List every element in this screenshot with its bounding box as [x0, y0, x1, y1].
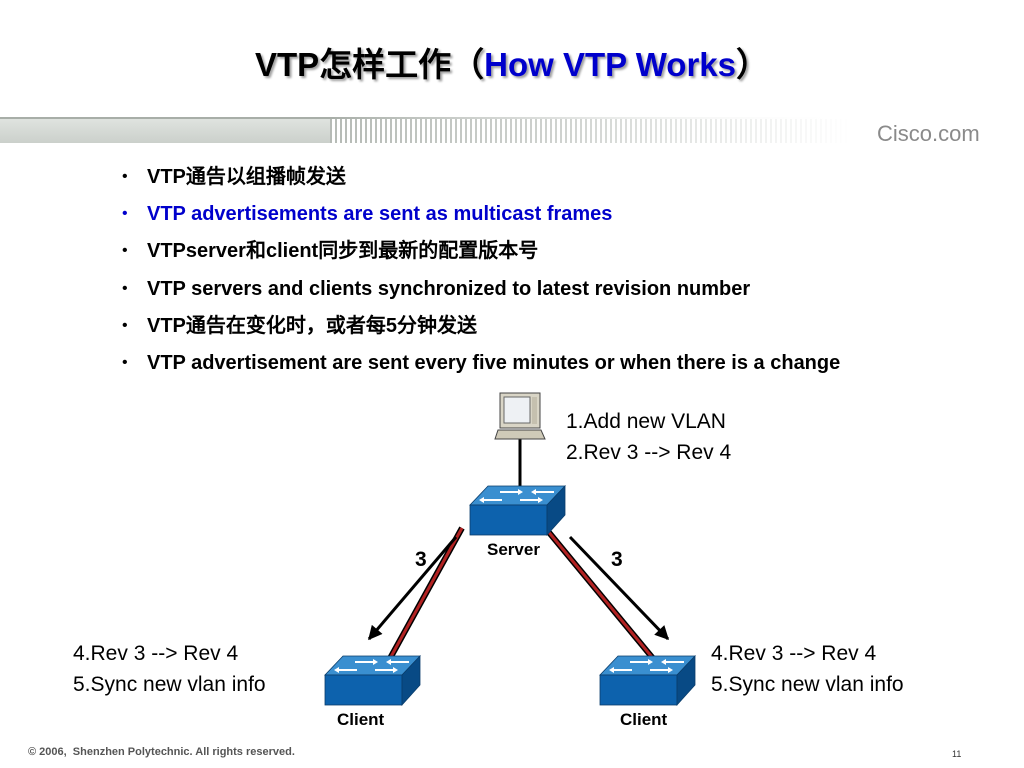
- bullet-item: • VTP servers and clients synchronized t…: [122, 270, 1012, 307]
- trunk-link-right: [545, 529, 658, 663]
- client-switch-right-icon: [599, 655, 696, 706]
- header-band: [0, 119, 330, 143]
- client-note: 5.Sync new vlan info: [711, 673, 904, 696]
- client-right-notes: 4.Rev 3 --> Rev 4 5.Sync new vlan info: [711, 638, 904, 700]
- server-label: Server: [487, 540, 540, 559]
- title-chinese: VTP怎样工作（: [254, 46, 485, 83]
- bullet-text: VTPserver和client同步到最新的配置版本号: [147, 240, 539, 263]
- bullet-icon: •: [122, 316, 128, 334]
- bullet-icon: •: [122, 279, 128, 297]
- bullet-icon: •: [122, 354, 128, 372]
- bullet-list: • VTP通告以组播帧发送 • VTP advertisements are s…: [122, 158, 1012, 382]
- client-right-label: Client: [620, 710, 668, 729]
- bullet-icon: •: [122, 242, 128, 260]
- bullet-text: VTP通告在变化时，或者每5分钟发送: [147, 314, 478, 337]
- bullet-text: VTP通告以组播帧发送: [147, 165, 346, 188]
- server-note: 1.Add new VLAN: [566, 410, 726, 433]
- bullet-icon: •: [122, 167, 128, 185]
- title-suffix: ）: [736, 46, 770, 83]
- cisco-logo: Cisco.com: [877, 121, 980, 146]
- page-title: VTP怎样工作（How VTP Works）: [0, 44, 1024, 86]
- client-note: 4.Rev 3 --> Rev 4: [711, 642, 877, 665]
- bullet-item: • VTPserver和client同步到最新的配置版本号: [122, 233, 1012, 270]
- client-switch-left-icon: [324, 655, 421, 706]
- server-notes: 1.Add new VLAN 2.Rev 3 --> Rev 4: [566, 406, 731, 468]
- pc-icon: [494, 392, 546, 440]
- bullet-item: • VTP通告在变化时，或者每5分钟发送: [122, 307, 1012, 344]
- title-english: How VTP Works: [484, 46, 737, 83]
- revision-label-right: 3: [611, 548, 623, 571]
- bullet-item: • VTP advertisement are sent every five …: [122, 344, 1012, 381]
- bullet-item: • VTP advertisements are sent as multica…: [122, 195, 1012, 232]
- bullet-item: • VTP通告以组播帧发送: [122, 158, 1012, 195]
- revision-label-left: 3: [415, 548, 427, 571]
- bullet-text: VTP advertisement are sent every five mi…: [147, 352, 841, 375]
- server-switch-icon: [469, 485, 566, 536]
- copyright-notice: © 2006, Shenzhen Polytechnic. All rights…: [28, 746, 295, 758]
- header-band-fade: [330, 117, 850, 144]
- pc-base: [494, 429, 546, 440]
- pc-screen: [503, 396, 531, 424]
- advertisement-arrow-left-icon: [367, 536, 458, 641]
- client-note: 5.Sync new vlan info: [73, 673, 266, 696]
- bullet-icon: •: [122, 204, 128, 222]
- advertisement-arrow-right-icon: [568, 535, 670, 641]
- server-note: 2.Rev 3 --> Rev 4: [566, 441, 732, 464]
- bullet-text: VTP advertisements are sent as multicast…: [147, 202, 613, 225]
- page-number: 11: [952, 749, 962, 759]
- client-note: 4.Rev 3 --> Rev 4: [73, 642, 239, 665]
- bullet-text: VTP servers and clients synchronized to …: [147, 277, 751, 300]
- trunk-link-left: [386, 527, 464, 663]
- client-left-label: Client: [337, 710, 385, 729]
- client-left-notes: 4.Rev 3 --> Rev 4 5.Sync new vlan info: [73, 638, 266, 700]
- pc-monitor-side: [532, 397, 537, 424]
